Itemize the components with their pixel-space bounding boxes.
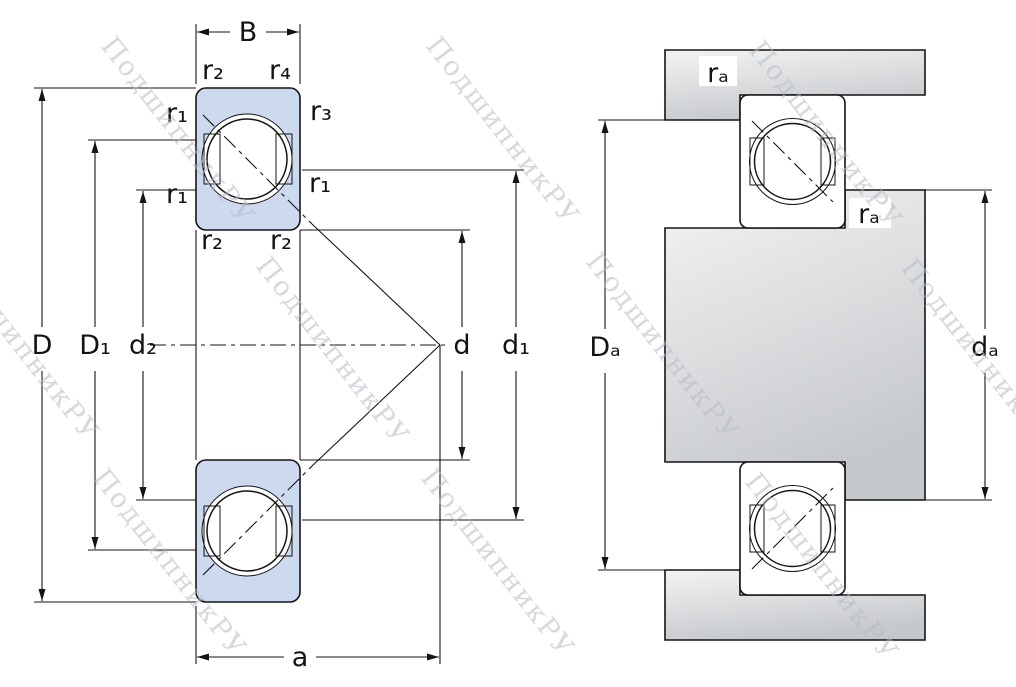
contact-line-bottom-extension <box>311 344 441 467</box>
label-r4-top-right: r₄ <box>269 55 291 86</box>
mounted-cage-top-left <box>749 137 765 186</box>
dimension-d: d <box>300 229 471 461</box>
watermark-text: ПодшипникРУ <box>249 251 415 451</box>
dimension-Da: Dₐ <box>589 119 665 571</box>
mounted-cage-bottom-left <box>749 504 765 553</box>
label-ra-top: rₐ <box>707 58 729 89</box>
label-a: a <box>292 642 309 673</box>
dimension-B: B <box>195 17 301 84</box>
label-r1-upper-left: r₁ <box>166 98 188 129</box>
dimension-D: D <box>32 87 196 603</box>
watermark-text: ПодшипникРУ <box>419 31 585 231</box>
cage-top-right <box>275 133 293 185</box>
label-mask-ra-side <box>849 198 891 228</box>
label-Da: Dₐ <box>589 332 620 363</box>
shaft <box>664 189 926 501</box>
label-r3-upper-right: r₃ <box>310 96 332 127</box>
contact-line-top-extension <box>311 223 441 346</box>
contact-line-top <box>202 114 313 225</box>
mounted-contact-line-bottom <box>751 487 834 570</box>
label-d: d <box>453 330 470 361</box>
cage-bottom-left <box>203 505 221 557</box>
label-da: dₐ <box>971 332 999 363</box>
dimension-D1: D₁ <box>79 139 196 551</box>
cage-bottom-right <box>275 505 293 557</box>
dimension-da: dₐ <box>925 189 999 501</box>
label-d2: d₂ <box>129 330 157 361</box>
label-D: D <box>32 330 53 361</box>
mounted-cage-top-right <box>820 137 836 186</box>
label-B: B <box>239 17 258 48</box>
dimension-d1: d₁ <box>302 169 530 521</box>
dimension-a: a <box>195 606 439 673</box>
label-mask-ra-top <box>699 56 737 86</box>
label-r1-lower-right: r₁ <box>309 168 331 199</box>
watermark-text: ПодшипникРУ <box>414 463 580 663</box>
label-D1: D₁ <box>79 330 111 361</box>
mounted-contact-line-top <box>751 120 834 203</box>
right-view-mounting-arrangement: Dₐ dₐ rₐ rₐ <box>589 49 999 641</box>
label-r2-bottom-right: r₂ <box>270 225 292 256</box>
dimension-d2: d₂ <box>129 189 196 501</box>
contact-line-bottom <box>202 465 313 576</box>
label-r2-top-left: r₂ <box>202 55 224 86</box>
left-view-bearing-cross-section: B D D₁ d₂ d <box>32 17 530 673</box>
label-r1-lower-left: r₁ <box>166 179 188 210</box>
mounted-cage-bottom-right <box>820 504 836 553</box>
label-r2-bottom-left: r₂ <box>201 225 223 256</box>
cage-top-left <box>203 133 221 185</box>
label-ra-side: rₐ <box>858 199 880 230</box>
label-d1: d₁ <box>502 330 530 361</box>
